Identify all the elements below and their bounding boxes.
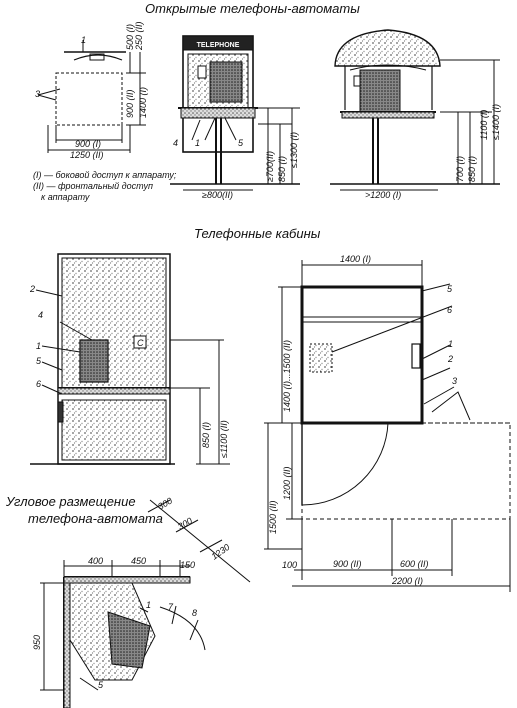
heading-corner-2: телефона-автомата — [28, 511, 163, 526]
dim-1200-gt: >1200 (I) — [365, 190, 401, 200]
dim-2200: 2200 (I) — [391, 576, 423, 586]
dim-850-i-b: 850 (I) — [467, 156, 477, 182]
dim-1300: ≤1300 (I) — [289, 132, 299, 168]
dim-1250: 1250 (II) — [70, 150, 104, 160]
dim-1100-booth: ≤1100 (II) — [219, 420, 229, 458]
dim-850-i-a: 850 (I) — [277, 156, 287, 182]
label-8: 8 — [192, 608, 197, 618]
dim-c950: 950 — [32, 635, 42, 650]
heading-corner: Угловое размещение — [6, 494, 136, 509]
label-5-d: 5 — [98, 680, 104, 690]
dim-600: 600 (II) — [400, 559, 429, 569]
open-phone-canopy — [330, 29, 500, 191]
telephone-sign: TELEPHONE — [197, 42, 240, 49]
label-1-a: 1 — [81, 35, 86, 45]
label-1-b: 1 — [195, 138, 200, 148]
dim-c300-b: 300 — [176, 516, 194, 532]
label-4-b: 4 — [38, 310, 43, 320]
label-6-a: 6 — [36, 379, 41, 389]
dim-900-ii: 900 (II) — [125, 89, 135, 118]
dim-1100-i: 1100 (I) — [479, 110, 489, 140]
dim-1500-ii: 1500 (II) — [268, 500, 278, 534]
dim-1400-i: 1400 (I) — [138, 87, 148, 118]
label-5-b: 5 — [36, 356, 42, 366]
open-phone-front — [170, 35, 300, 191]
dim-c400: 400 — [88, 556, 103, 566]
dim-700-i: 700 (I) — [455, 156, 465, 182]
dim-500: 500 (I) — [125, 24, 135, 50]
booth-elevation — [30, 253, 230, 465]
label-2-b: 2 — [447, 354, 453, 364]
dim-800: ≥800(II) — [202, 190, 233, 200]
label-5-a: 5 — [238, 138, 244, 148]
dim-700-ii: ≥700(II) — [265, 151, 275, 182]
dim-c300-a: 300 — [156, 496, 174, 512]
heading-booths: Телефонные кабины — [194, 226, 321, 241]
legend-front-access: (II) — фронтальный доступ — [33, 181, 153, 191]
label-7: 7 — [168, 602, 174, 612]
corner-placement — [40, 499, 251, 708]
label-3-a: 3 — [35, 89, 40, 99]
label-1-c: 1 — [36, 341, 41, 351]
dim-850-booth: 850 (I) — [201, 422, 211, 448]
label-1-e: 1 — [146, 600, 151, 610]
legend-side-access: (I) — боковой доступ к аппарату; — [33, 170, 177, 180]
dim-900-i: 900 (I) — [75, 139, 101, 149]
label-6-b: 6 — [447, 305, 452, 315]
dim-1400-plan: 1400 (I) — [340, 254, 371, 264]
label-1-d: 1 — [448, 339, 453, 349]
dim-1400-le: ≤1400 (I) — [491, 104, 501, 140]
dim-c450: 450 — [131, 556, 146, 566]
booth-plan — [264, 260, 511, 592]
dim-100: 100 — [282, 560, 297, 570]
dim-900-plan: 900 (II) — [333, 559, 362, 569]
dim-1400-1500: 1400 (I)...1500 (II) — [282, 340, 292, 412]
box-c-label: C — [137, 338, 144, 348]
label-2-a: 2 — [29, 284, 35, 294]
legend-front-access-2: к аппарату — [41, 192, 90, 202]
label-3-b: 3 — [452, 376, 457, 386]
label-5-c: 5 — [447, 284, 453, 294]
dim-c150: 150 — [180, 560, 195, 570]
dim-250: 250 (II) — [134, 21, 144, 51]
dim-1200-ii: 1200 (II) — [282, 466, 292, 500]
label-4: 4 — [173, 138, 178, 148]
heading-open-phones: Открытые телефоны-автоматы — [145, 1, 360, 16]
plan-open-phone — [37, 40, 146, 153]
